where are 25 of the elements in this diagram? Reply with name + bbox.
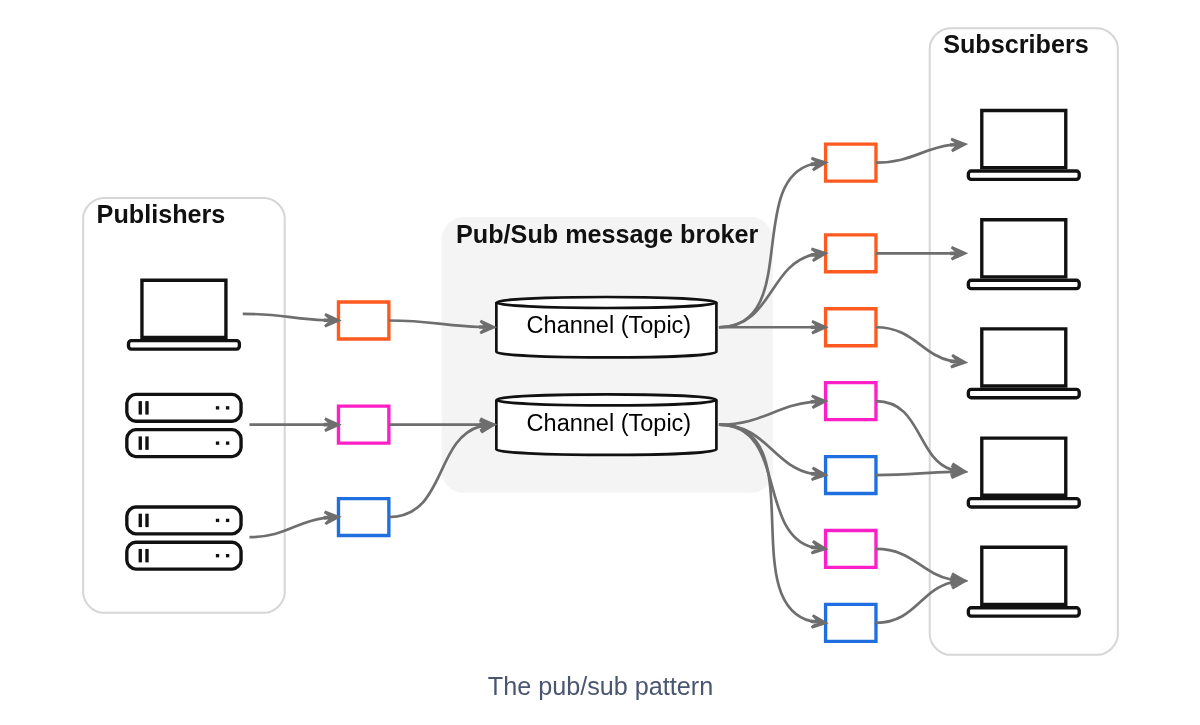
node-envelope bbox=[336, 404, 391, 445]
cluster: Subscribers bbox=[928, 27, 1119, 656]
arrow bbox=[875, 137, 966, 164]
node-envelope bbox=[823, 142, 878, 183]
arrow bbox=[875, 245, 966, 261]
arrow bbox=[718, 156, 827, 329]
arrow bbox=[875, 575, 966, 625]
node-envelope bbox=[823, 233, 878, 274]
arrow bbox=[718, 319, 827, 335]
arrow bbox=[248, 510, 340, 539]
arrow bbox=[242, 312, 340, 328]
node-envelope bbox=[823, 381, 878, 422]
node-envelope bbox=[823, 307, 878, 348]
arrow bbox=[875, 325, 966, 369]
arrow bbox=[388, 319, 495, 335]
arrow bbox=[718, 247, 827, 329]
node-envelope bbox=[823, 602, 878, 643]
arrow bbox=[718, 423, 827, 629]
node-envelope bbox=[823, 454, 878, 496]
arrow bbox=[248, 417, 340, 433]
node-envelope bbox=[336, 300, 391, 341]
node-envelope bbox=[823, 528, 878, 570]
cluster: Publishers bbox=[81, 196, 286, 614]
caption: The pub/sub pattern bbox=[487, 672, 713, 701]
node-envelope bbox=[336, 496, 391, 538]
